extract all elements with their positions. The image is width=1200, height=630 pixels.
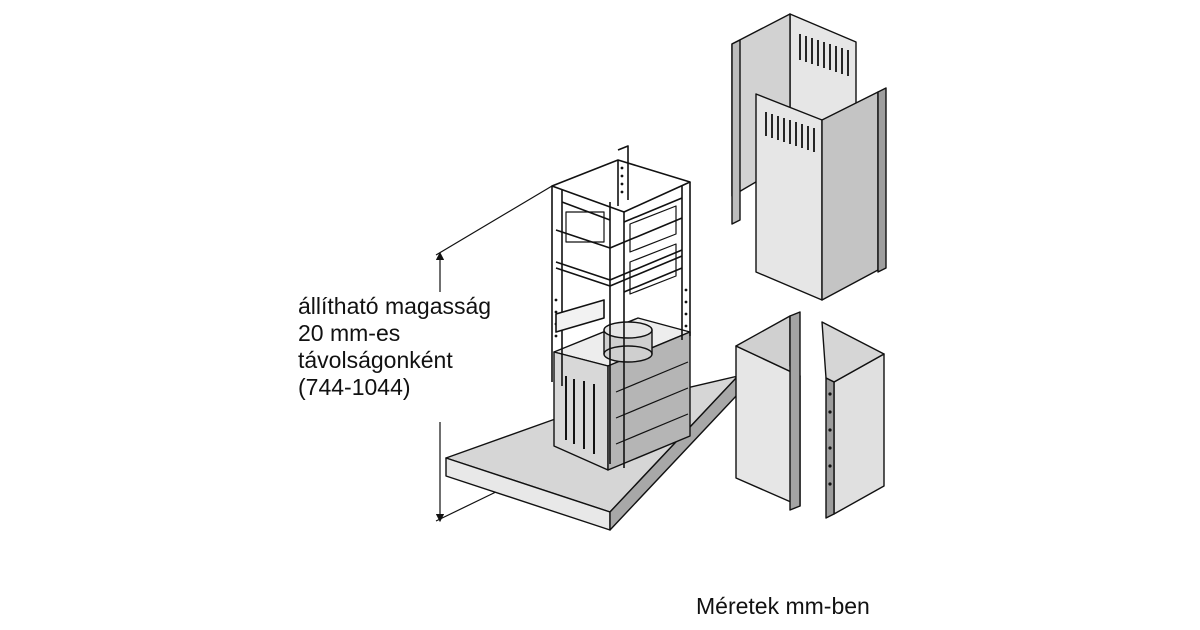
upper-chimney-front: [755, 87, 887, 301]
upper-chimney-front-vent: [765, 112, 815, 152]
housing-bands: [615, 361, 689, 445]
lower-chimney-left-flange: [789, 311, 801, 511]
annotation-line-1: állítható magasság: [298, 293, 492, 319]
annotation-line-4: (744-1044): [298, 374, 411, 400]
lower-chimney-right: [821, 321, 885, 519]
motor-housing-side: [607, 331, 691, 471]
upper-chimney-back-flange: [731, 39, 741, 225]
dimension-extension-top: [435, 185, 553, 256]
housing-slots: [565, 376, 595, 454]
upper-chimney-back-vent: [799, 34, 849, 76]
upper-chimney-front-flange: [877, 87, 887, 273]
frame-window-panels: [565, 205, 677, 295]
lower-chimney-right-holes: [828, 392, 832, 486]
units-note: Méretek mm-ben: [696, 593, 870, 619]
exhaust-stub: [603, 321, 653, 363]
annotation-line-3: távolságonként: [298, 347, 453, 373]
lower-chimney-left: [735, 311, 801, 511]
frame-back-rail: [617, 145, 629, 200]
support-frame: [551, 145, 691, 468]
dimension-extension-bottom: [435, 489, 501, 522]
frame-base-rail: [555, 299, 605, 333]
upper-chimney-front-side: [821, 91, 879, 301]
annotation-line-2: 20 mm-es: [298, 320, 401, 346]
frame-cross-members: [555, 197, 683, 293]
adjustable-height-annotation: állítható magasság 20 mm-es távolságonké…: [298, 293, 491, 401]
height-dimension: [435, 185, 553, 523]
